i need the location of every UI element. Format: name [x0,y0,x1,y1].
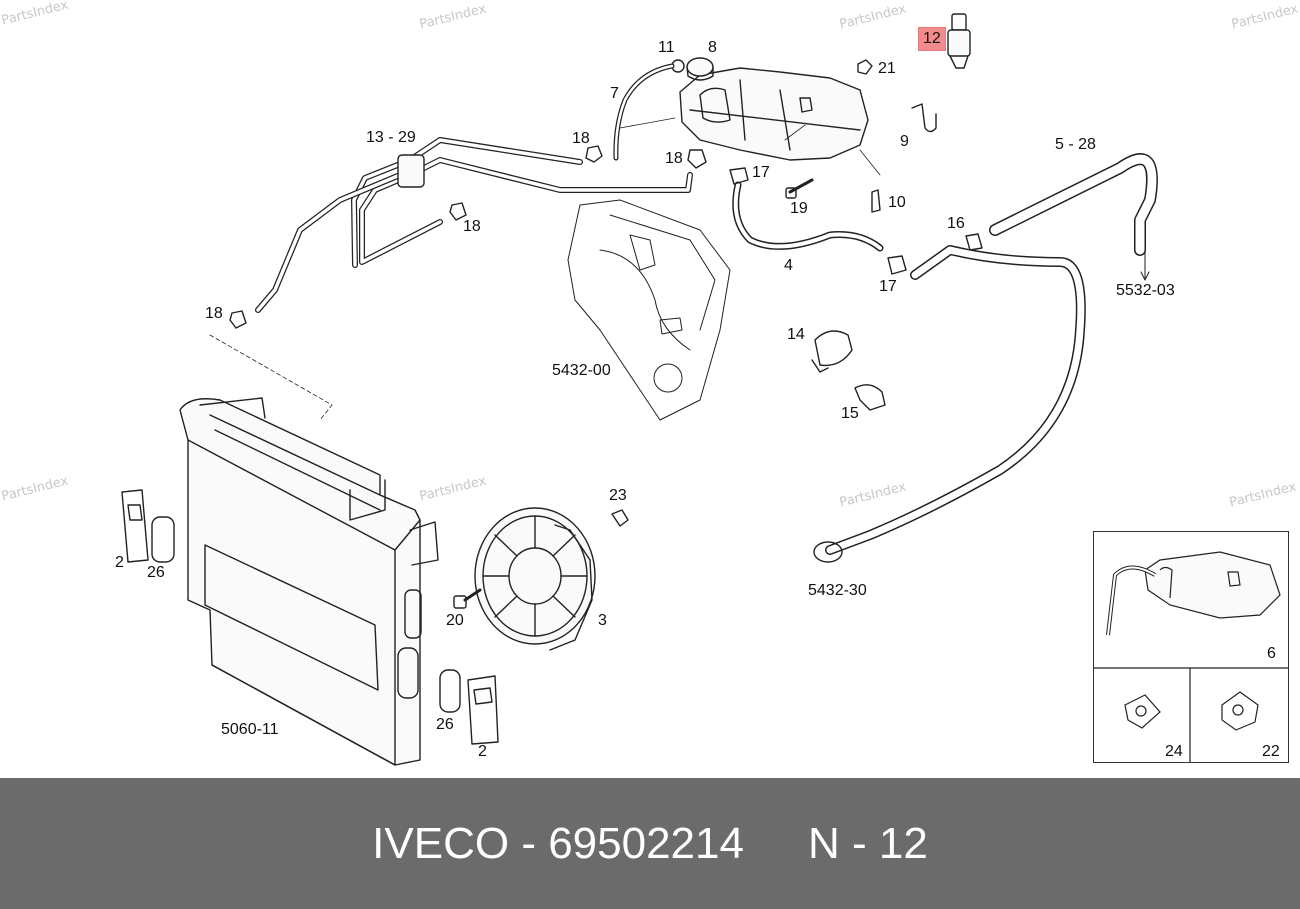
bracket-2-left [121,489,149,563]
callout-18: 18 [205,305,223,322]
clamp-15 [854,384,886,411]
radiator [179,397,439,766]
callout-26: 26 [147,564,165,581]
callout-23: 23 [609,487,627,504]
callout-5432-00: 5432-00 [552,362,611,379]
callout-5-28: 5 - 28 [1055,136,1096,153]
hose-4 [732,181,884,252]
part-12-sensor [947,13,971,69]
callout-17: 17 [752,164,770,181]
hose-5-28 [989,153,1158,281]
callout-5432-30: 5432-30 [808,582,867,599]
callout-3: 3 [598,612,607,629]
engine-housing [567,199,731,421]
inset-washer-24 [1124,694,1161,729]
fan [474,507,596,651]
callout-8: 8 [708,39,717,56]
callout-10: 10 [888,194,906,211]
callout-24: 24 [1165,743,1183,760]
callout-4: 4 [784,257,793,274]
callout-14: 14 [787,326,805,343]
inset-tank [1106,551,1281,636]
callout-12-highlighted[interactable]: 12 [918,27,946,51]
callout-9: 9 [900,133,909,150]
brand-name: IVECO [372,818,510,868]
parts-diagram [121,13,1288,766]
callout-6: 6 [1267,645,1276,662]
callout-17: 17 [879,278,897,295]
callout-21: 21 [878,60,896,77]
callout-5532-03: 5532-03 [1116,282,1175,299]
bracket-2-right [467,675,499,745]
callout-15: 15 [841,405,859,422]
callout-19: 19 [790,200,808,217]
ref-number: 12 [878,818,928,868]
callout-18: 18 [665,150,683,167]
pipe-5432-30 [813,245,1086,563]
separator: - [509,818,549,868]
inset-nut-22 [1221,691,1259,731]
callout-26: 26 [436,716,454,733]
callout-5060-11: 5060-11 [221,721,279,738]
callout-16: 16 [947,215,965,232]
part-info-footer: IVECO - 69502214 N - 12 [0,778,1300,909]
pipe-bundle [255,137,693,313]
callout-18: 18 [463,218,481,235]
part-number: 69502214 [548,818,744,868]
tank-cap [686,57,714,81]
inset-box [1093,531,1289,763]
callout-22: 22 [1262,743,1280,760]
callout-18: 18 [572,130,590,147]
callout-7: 7 [610,85,619,102]
callout-2: 2 [115,554,124,571]
callout-2: 2 [478,743,487,760]
expansion-tank [679,67,869,161]
callout-11: 11 [658,39,675,56]
callout-13-29: 13 - 29 [366,129,416,146]
clamp-14 [811,330,853,373]
callout-20: 20 [446,612,464,629]
ref-prefix: N - [807,818,879,868]
